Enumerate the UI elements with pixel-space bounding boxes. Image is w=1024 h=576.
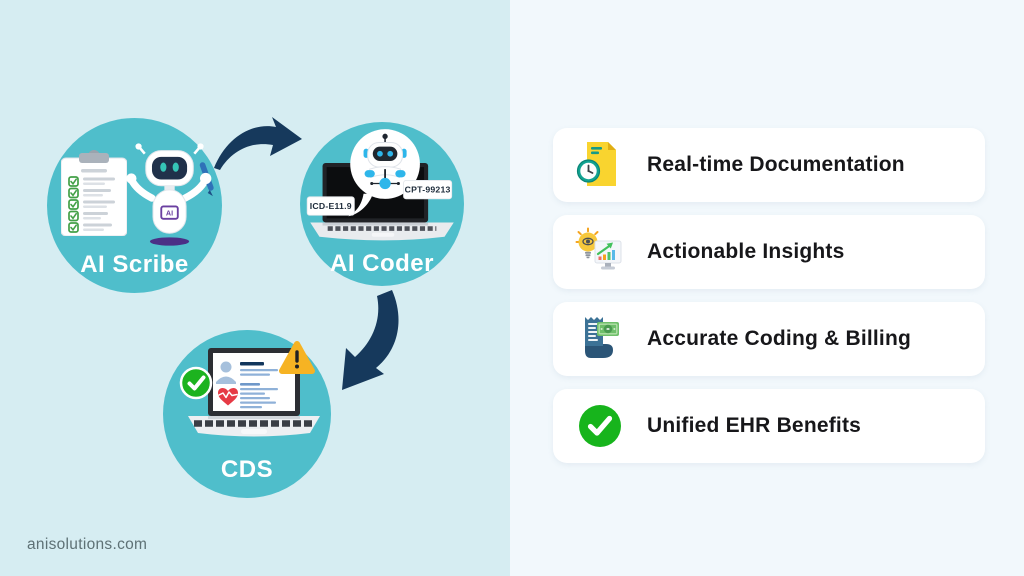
code-tag-cpt: CPT-99213: [403, 180, 453, 200]
coder-laptop-illustration: ICD-E11.9 CPT-99213: [306, 129, 454, 241]
svg-text:ICD-E11.9: ICD-E11.9: [310, 201, 352, 211]
robot-chest-badge: AI: [166, 209, 173, 218]
node-ai-coder: ICD-E11.9 CPT-99213 AI Coder: [300, 122, 464, 286]
benefit-label: Accurate Coding & Billing: [647, 327, 912, 350]
unified-ehr-icon: [579, 405, 621, 447]
warning-triangle-icon: [279, 341, 315, 374]
cds-laptop-illustration: [179, 341, 320, 437]
realtime-documentation-icon: [576, 142, 616, 186]
benefit-label: Real-time Documentation: [647, 153, 905, 176]
code-tag-icd: ICD-E11.9: [306, 196, 355, 216]
benefit-card-coding-billing: Accurate Coding & Billing: [553, 302, 985, 376]
node-label-ai-coder: AI Coder: [329, 250, 434, 277]
benefit-card-actionable-insights: Actionable Insights: [553, 215, 985, 289]
benefit-label: Actionable Insights: [647, 240, 845, 263]
actionable-insights-icon: [575, 227, 622, 270]
benefit-card-realtime-documentation: Real-time Documentation: [553, 128, 985, 202]
benefit-card-unified-ehr: Unified EHR Benefits: [553, 389, 985, 463]
node-ai-scribe: AI AI Scribe: [47, 118, 222, 293]
benefits-list: Real-time Documentation: [553, 128, 985, 476]
arrow-coder-to-cds: [342, 290, 399, 390]
coding-billing-icon: [585, 317, 619, 358]
node-label-ai-scribe: AI Scribe: [80, 251, 189, 278]
website-url: anisolutions.com: [27, 536, 148, 553]
workflow-panel: AI AI Scribe: [0, 0, 510, 576]
svg-text:CPT-99213: CPT-99213: [405, 185, 451, 195]
clipboard-checklist-icon: [61, 150, 127, 236]
robot-scribe-icon: AI: [126, 143, 214, 246]
arrow-scribe-to-coder: [214, 117, 302, 170]
benefit-label: Unified EHR Benefits: [647, 414, 862, 437]
node-cds: CDS: [163, 330, 331, 498]
success-check-badge: [179, 366, 213, 400]
node-label-cds: CDS: [220, 456, 274, 483]
checklist-rows: [68, 176, 115, 233]
